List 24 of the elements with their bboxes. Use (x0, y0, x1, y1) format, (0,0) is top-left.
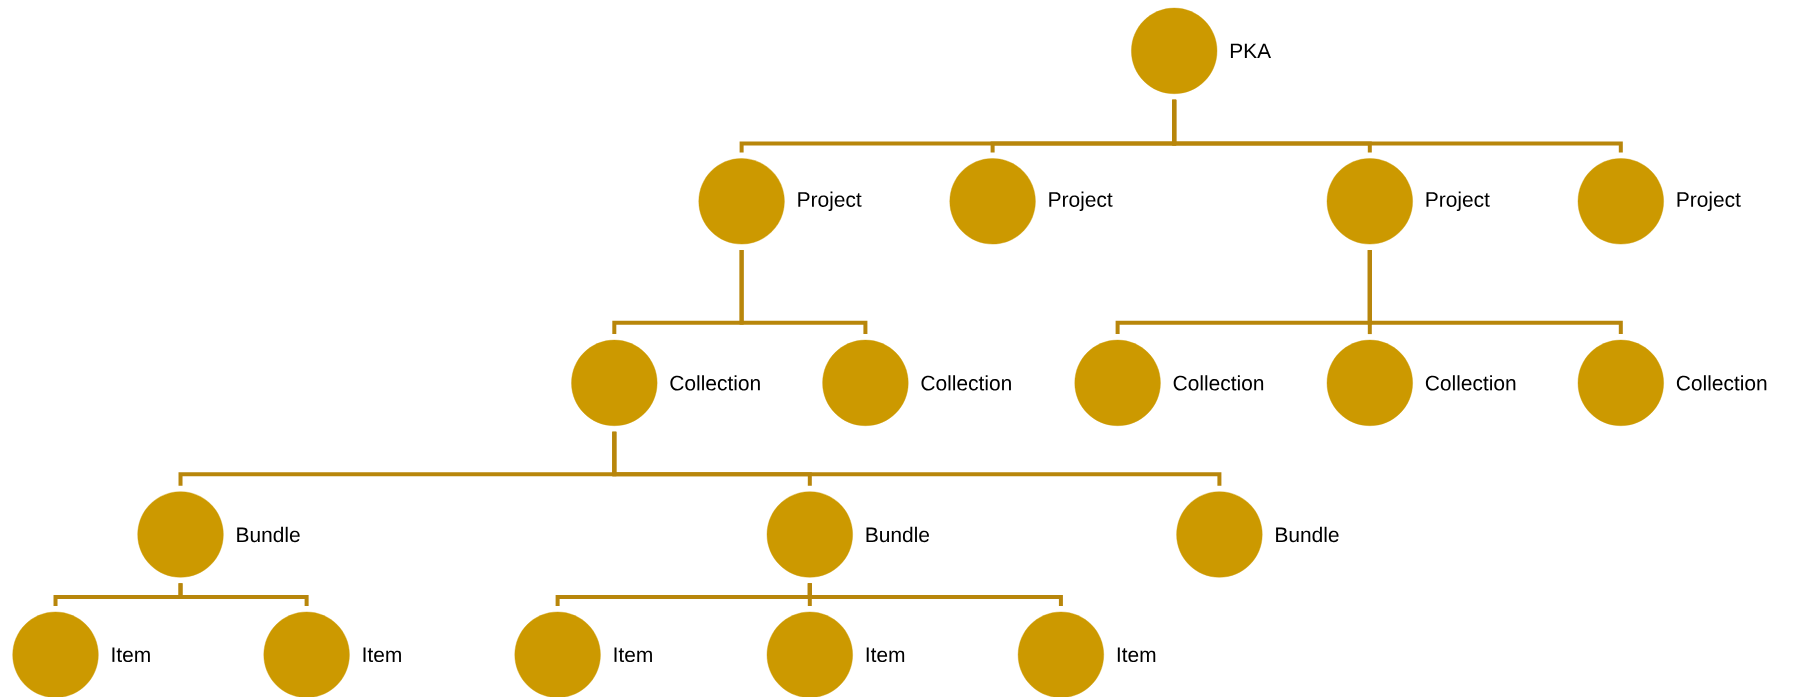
connector-line (807, 583, 1063, 606)
connector-line (1367, 250, 1623, 335)
node-label: Bundle (866, 526, 929, 543)
node-label: Item (112, 647, 150, 663)
node-label: Item (866, 647, 905, 663)
node-label: Project (1677, 191, 1741, 212)
node-label: Collection (670, 375, 760, 391)
node-label: Item (363, 647, 401, 663)
node-label: Project (1426, 191, 1490, 212)
node-label: PKA (1230, 43, 1271, 59)
node-label: Project (798, 191, 862, 212)
connector-line (178, 583, 309, 606)
node-label: Collection (921, 375, 1011, 391)
node-label: Collection (1425, 375, 1516, 391)
node-label: Collection (1676, 375, 1767, 391)
node-label: Bundle (237, 526, 300, 543)
node-label: Item (614, 647, 652, 663)
connector-line (612, 431, 1222, 486)
node-label: Project (1049, 191, 1113, 212)
node-label: Collection (1173, 375, 1264, 391)
node-label: Item (1117, 647, 1156, 663)
connector-line (739, 250, 868, 335)
node-label: Bundle (1276, 526, 1339, 543)
connector-line (1172, 99, 1623, 153)
